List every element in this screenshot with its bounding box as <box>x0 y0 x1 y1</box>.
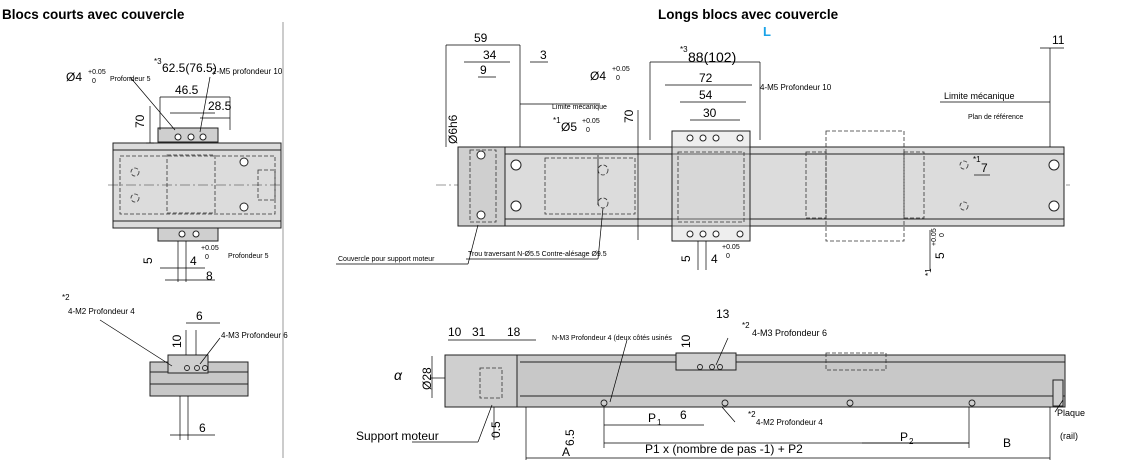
long-block-side-view <box>412 337 1066 460</box>
short-tol-plus: +0.05 <box>88 69 106 76</box>
side-dim-6a: 6 <box>196 309 203 323</box>
p1-label: P <box>648 411 656 425</box>
long-side-block <box>675 352 737 371</box>
long-side-dim-18: 18 <box>507 325 521 339</box>
couvercle-support-moteur: Couvercle pour support moteur <box>338 256 435 263</box>
side-m2-callout: 4-M2 Profondeur 4 <box>68 307 135 316</box>
short-tol-zero: 0 <box>92 78 96 85</box>
long-m5-callout: 4-M5 Profondeur 10 <box>760 83 832 92</box>
long-dim-72: 72 <box>699 71 713 85</box>
long-tol-zero: 0 <box>616 75 620 82</box>
limite-mecanique-small: Limite mécanique <box>552 104 607 111</box>
short-block-bottom-cover <box>157 227 219 242</box>
short-block-top-cover <box>157 127 219 143</box>
long-side-rail <box>444 354 1066 408</box>
side-dim-10: 10 <box>170 334 184 348</box>
long-tol-zero-5: 0 <box>586 127 590 134</box>
long-side-dim-0-5: 0.5 <box>489 421 503 438</box>
alpha-label: α <box>394 367 403 383</box>
long-side-dim-10: 10 <box>448 325 462 339</box>
long-side-dim-6-5: 6.5 <box>563 429 577 446</box>
side-m3-callout: 4-M3 Profondeur 6 <box>221 331 288 340</box>
side-dim-6b: 6 <box>199 421 206 435</box>
support-moteur-label: Support moteur <box>356 429 439 443</box>
long-tol-plus-5: +0.05 <box>582 118 600 125</box>
long-dim-34: 34 <box>483 48 497 62</box>
long-star1: *1 <box>553 116 561 125</box>
short-dim-4: 4 <box>190 254 197 268</box>
short-block-side-view <box>99 319 249 440</box>
long-dim-88: 88(102) <box>688 49 736 65</box>
title-short-blocks: Blocs courts avec couvercle <box>2 7 185 22</box>
p2-label: P <box>900 430 908 444</box>
short-dim-46-5: 46.5 <box>175 83 199 97</box>
long-dim-4-bottom: 4 <box>711 252 718 266</box>
long-side-dim-13: 13 <box>716 307 730 321</box>
long-star3: *3 <box>680 45 688 54</box>
long-side-star2a: *2 <box>742 321 750 330</box>
p1-subscript: 1 <box>657 418 662 427</box>
long-tol-plus-vert: +0.05 <box>931 228 938 246</box>
long-block-top-view <box>436 44 1070 270</box>
short-star3: *3 <box>154 57 162 66</box>
short-block-top-view <box>108 76 283 282</box>
dim-b: B <box>1003 436 1011 450</box>
long-dim-5-vert: 5 <box>933 252 947 259</box>
short-dim-62-5: 62.5(76.5) <box>162 61 217 75</box>
long-block-body <box>671 130 751 242</box>
short-m5-callout: 2-M5 profondeur 10 <box>212 67 283 76</box>
side-star2: *2 <box>62 293 70 302</box>
long-side-m3-callout: 4-M3 Profondeur 6 <box>752 328 827 338</box>
rail-label: (rail) <box>1060 431 1078 441</box>
long-dim-11: 11 <box>1052 33 1065 47</box>
long-tol-plus-b: +0.05 <box>722 244 740 251</box>
long-side-m2-callout: 4-M2 Profondeur 4 <box>756 418 823 427</box>
title-long-blocks: Longs blocs avec couvercle <box>658 7 839 22</box>
long-dim-70: 70 <box>622 109 636 123</box>
shaft-phi6h6: Ø6h6 <box>446 114 460 144</box>
long-tol-zero-b: 0 <box>726 253 730 260</box>
short-tol-zero-b: 0 <box>205 254 209 261</box>
short-prof5-bottom: Profondeur 5 <box>228 253 269 260</box>
long-phi5: Ø5 <box>561 120 577 134</box>
long-side-dim-10v: 10 <box>679 334 693 348</box>
motor-support-block <box>444 354 518 408</box>
p2-subscript: 2 <box>909 437 914 446</box>
short-dim-8: 8 <box>206 269 213 283</box>
pitch-formula: P1 x (nombre de pas -1) + P2 <box>645 442 803 456</box>
long-star1-b: *1 <box>973 155 981 164</box>
short-dim-70: 70 <box>133 114 147 128</box>
plan-de-reference: Plan de référence <box>968 114 1023 121</box>
plaque-label: Plaque <box>1057 408 1085 418</box>
short-tol-plus-b: +0.05 <box>201 245 219 252</box>
long-tol-zero-vert: 0 <box>939 233 946 237</box>
long-side-star2b: *2 <box>748 410 756 419</box>
long-dim-7: 7 <box>981 161 988 175</box>
long-side-dim-31: 31 <box>472 325 486 339</box>
limite-mecanique-big: Limite mécanique <box>944 91 1015 101</box>
long-dim-59: 59 <box>474 31 488 45</box>
long-dim-54: 54 <box>699 88 713 102</box>
long-star1-c: *1 <box>924 268 933 276</box>
nm3-callout: N-M3 Profondeur 4 (deux côtés usinés <box>552 335 672 342</box>
trou-traversant: Trou traversant N-Ø5.5 Contre-alésage Ø9… <box>468 251 607 258</box>
dim-a: A <box>562 445 570 459</box>
short-dim-28-5: 28.5 <box>208 99 232 113</box>
long-dim-5-bottom: 5 <box>679 255 693 262</box>
long-tol-plus: +0.05 <box>612 66 630 73</box>
long-phi4: Ø4 <box>590 69 606 83</box>
long-marker-label: L <box>763 24 771 39</box>
long-dim-30: 30 <box>703 106 717 120</box>
short-prof5-top: Profondeur 5 <box>110 76 151 83</box>
short-dim-5: 5 <box>141 257 155 264</box>
phi28-label: Ø28 <box>420 367 434 390</box>
long-dim-9: 9 <box>480 63 487 77</box>
long-dim-3: 3 <box>540 48 547 62</box>
short-phi4: Ø4 <box>66 70 82 84</box>
long-side-dim-6: 6 <box>680 408 687 422</box>
